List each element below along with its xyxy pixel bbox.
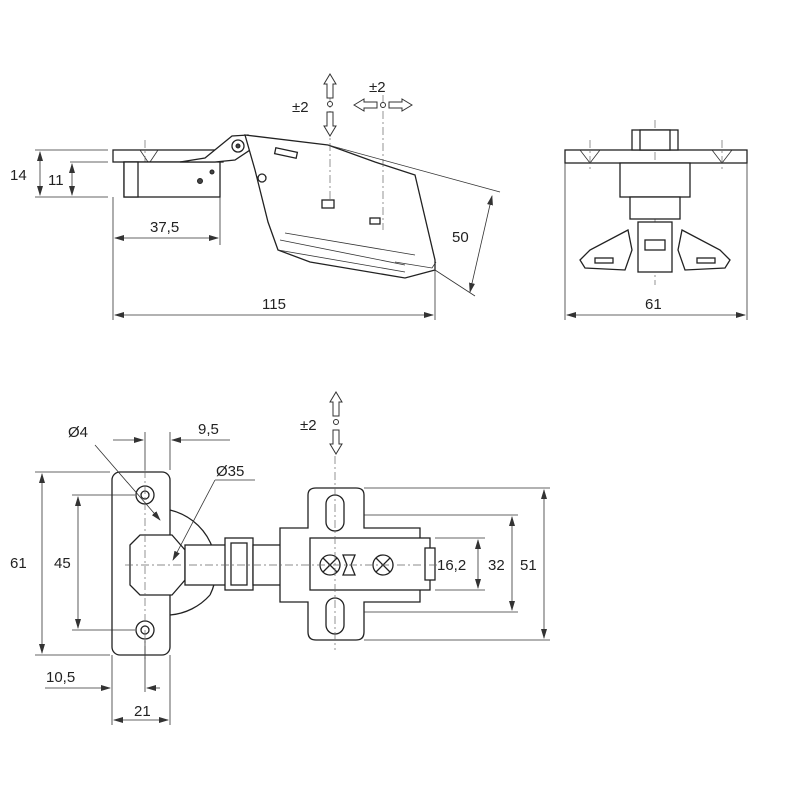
end-mount-plate-left bbox=[579, 229, 633, 271]
dim-32: 32 bbox=[488, 557, 505, 574]
end-mount-plate-right bbox=[677, 229, 731, 271]
end-cup bbox=[619, 162, 691, 198]
top-view: ±2 Ø4 9,5 Ø35 61 45 10,5 21 bbox=[10, 391, 550, 725]
dim-37-5: 37,5 bbox=[150, 219, 179, 236]
dim-50: 50 bbox=[452, 229, 469, 246]
dim-21: 21 bbox=[134, 703, 151, 720]
dim-115: 115 bbox=[262, 296, 286, 313]
dim-61-end: 61 bbox=[645, 296, 662, 313]
dim-14: 14 bbox=[10, 167, 27, 184]
side-view: ±2 ±2 14 11 37,5 115 50 bbox=[10, 73, 501, 320]
dim-51: 51 bbox=[520, 557, 537, 574]
hinge-arm bbox=[244, 134, 436, 279]
dim-11: 11 bbox=[48, 172, 64, 189]
dim-cup-diameter: Ø35 bbox=[216, 463, 244, 480]
dim-10-5: 10,5 bbox=[46, 669, 75, 686]
dim-16-2: 16,2 bbox=[437, 557, 466, 574]
dim-hole-diameter: Ø4 bbox=[68, 424, 88, 441]
horizontal-adjust-arrow-side bbox=[353, 98, 413, 112]
side-adjust-horizontal-label: ±2 bbox=[369, 79, 386, 96]
top-adjust-vertical-label: ±2 bbox=[300, 417, 317, 434]
dim-45: 45 bbox=[54, 555, 71, 572]
end-flange bbox=[564, 149, 748, 164]
side-adjust-vertical-label: ±2 bbox=[292, 99, 309, 116]
dim-61-top: 61 bbox=[10, 555, 27, 572]
vertical-adjust-arrow-side bbox=[323, 73, 337, 137]
vertical-adjust-arrow-top bbox=[329, 391, 343, 455]
dim-9-5: 9,5 bbox=[198, 421, 219, 438]
end-view: 61 bbox=[564, 120, 748, 320]
cup-body bbox=[123, 161, 221, 198]
